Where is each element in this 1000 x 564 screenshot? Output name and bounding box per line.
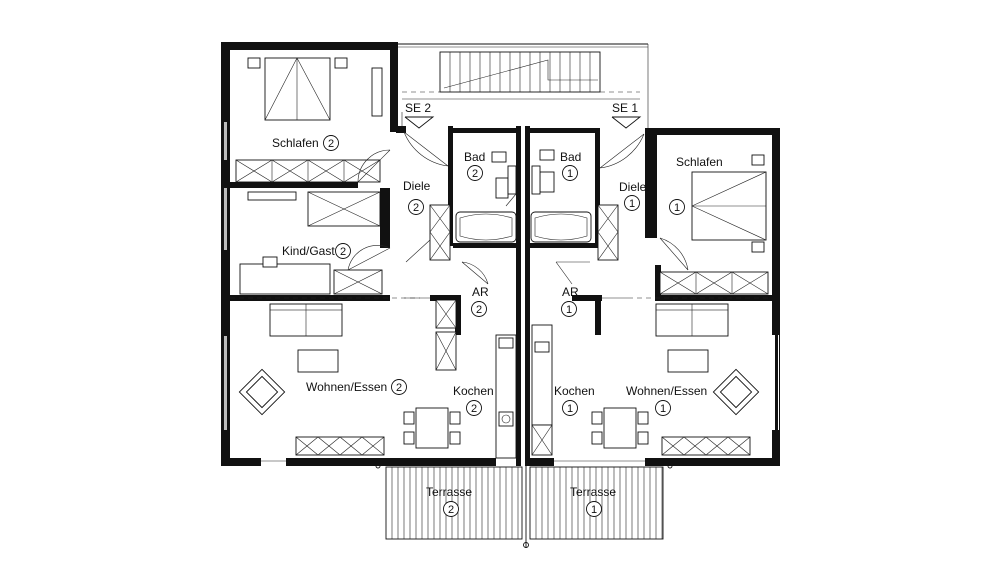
room-label-diele-1: Diele 1 — [619, 180, 647, 211]
room-label-kind-gast-2: Kind/Gast 2 — [282, 243, 351, 259]
room-label-bad-2: Bad 2 — [464, 150, 485, 181]
svg-text:Wohnen/Essen: Wohnen/Essen — [626, 384, 707, 398]
staircase — [398, 43, 649, 132]
dining-table-1 — [591, 407, 649, 449]
bed-schlafen-1 — [691, 154, 767, 253]
sofa-wohnen-2 — [238, 303, 385, 456]
svg-text:Schlafen: Schlafen — [676, 155, 723, 169]
room-label-schlafen-2: Schlafen 2 — [272, 135, 339, 151]
room-label-terrasse-2: Terrasse 2 — [426, 485, 472, 517]
svg-text:Diele: Diele — [403, 179, 431, 193]
walls-unit-1 — [530, 128, 780, 466]
svg-text:Schlafen: Schlafen — [272, 136, 319, 150]
room-label-kochen-1: Kochen 1 — [554, 384, 595, 416]
wardrobe-schlafen-1 — [659, 271, 769, 295]
entrance-marker-se1: SE 1 — [611, 101, 642, 129]
svg-text:2: 2 — [472, 168, 478, 180]
room-label-schlafen-1: Schlafen 1 — [669, 155, 723, 215]
svg-text:AR: AR — [562, 285, 579, 299]
svg-text:1: 1 — [629, 198, 635, 210]
room-label-ar-1: AR 1 — [561, 285, 579, 317]
hall-1-details — [531, 133, 645, 456]
svg-text:Bad: Bad — [464, 150, 485, 164]
svg-text:1: 1 — [567, 403, 573, 415]
svg-text:1: 1 — [674, 202, 680, 214]
svg-text:2: 2 — [471, 403, 477, 415]
terrace-1 — [529, 466, 664, 540]
bed-schlafen-2 — [247, 57, 383, 121]
sofa-wohnen-1 — [655, 303, 760, 456]
svg-text:1: 1 — [567, 168, 573, 180]
bathroom-1-fixtures — [530, 149, 592, 243]
svg-text:Bad: Bad — [560, 150, 581, 164]
svg-text:Kochen: Kochen — [554, 384, 595, 398]
svg-text:1: 1 — [660, 403, 666, 415]
kitchen-counter-2 — [495, 334, 517, 459]
room-label-wohnen-2: Wohnen/Essen 2 — [306, 379, 407, 395]
windows — [223, 122, 645, 462]
room-label-wohnen-1: Wohnen/Essen 1 — [626, 384, 707, 416]
bed-kind-gast-2 — [239, 191, 383, 295]
svg-text:Kind/Gast: Kind/Gast — [282, 244, 335, 258]
room-label-diele-2: Diele 2 — [403, 179, 431, 215]
svg-text:2: 2 — [448, 504, 454, 516]
svg-text:2: 2 — [328, 138, 334, 150]
hall-2-details — [403, 131, 489, 371]
svg-text:Diele: Diele — [619, 180, 647, 194]
svg-text:Wohnen/Essen: Wohnen/Essen — [306, 380, 387, 394]
svg-text:2: 2 — [413, 202, 419, 214]
svg-text:Terrasse: Terrasse — [426, 485, 472, 499]
room-label-bad-1: Bad 1 — [560, 150, 581, 181]
svg-text:Kochen: Kochen — [453, 384, 494, 398]
wardrobe-schlafen-2 — [235, 159, 381, 183]
entrance-marker-se2: SE 2 — [404, 101, 435, 129]
svg-text:SE 2: SE 2 — [405, 101, 431, 115]
svg-text:Terrasse: Terrasse — [570, 485, 616, 499]
room-label-ar-2: AR 2 — [471, 285, 489, 317]
svg-text:2: 2 — [476, 304, 482, 316]
svg-text:1: 1 — [591, 504, 597, 516]
dining-table-2 — [403, 407, 461, 449]
room-label-kochen-2: Kochen 2 — [453, 384, 494, 416]
svg-text:SE 1: SE 1 — [612, 101, 638, 115]
svg-text:2: 2 — [340, 246, 346, 258]
svg-text:1: 1 — [566, 304, 572, 316]
walls-unit-2 — [221, 42, 518, 466]
terrace-2 — [385, 466, 523, 540]
bathroom-2-fixtures — [455, 151, 517, 243]
svg-text:AR: AR — [472, 285, 489, 299]
room-label-terrasse-1: Terrasse 1 — [570, 485, 616, 517]
svg-text:2: 2 — [396, 382, 402, 394]
